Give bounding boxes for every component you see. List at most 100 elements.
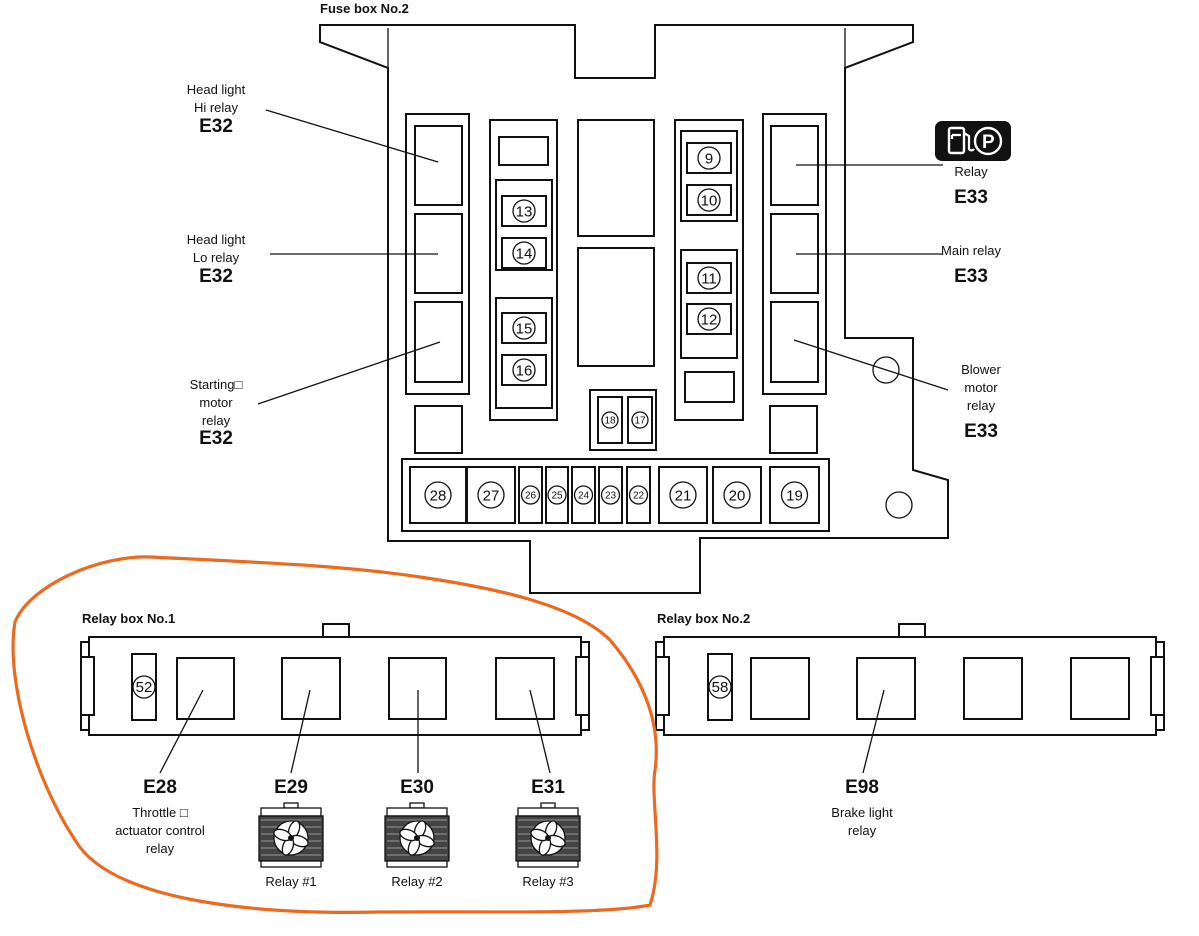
relay-name-label: relay [146, 841, 175, 856]
fuse-number: 21 [675, 488, 692, 505]
relay-slot [963, 657, 1023, 720]
fuse-16: 16 [501, 354, 547, 386]
blower-motor-relay-slot [770, 301, 819, 383]
relay-name-label: Relay #2 [391, 874, 442, 889]
fuse-number: 16 [516, 363, 533, 380]
relay-name-label: Head light [187, 232, 246, 247]
fuse-52 [132, 675, 156, 699]
relay-name-label: actuator control [115, 823, 205, 838]
fuse-number: 26 [525, 491, 537, 502]
relay-slot [750, 657, 810, 720]
relay-slot [1070, 657, 1130, 720]
fuse-27: 27 [466, 466, 516, 524]
relay-code-label: E33 [964, 421, 998, 442]
fuse-17: 17 [627, 396, 653, 444]
fuse-number: 22 [633, 491, 645, 502]
fuse-12: 12 [686, 303, 732, 335]
fuse-number: 10 [701, 193, 718, 210]
fuel-pump-p-icon: P [935, 121, 1011, 161]
relay-code-label: E33 [954, 187, 988, 208]
relay-box-1-title: Relay box No.1 [82, 611, 175, 626]
relay-name-label: relay [967, 398, 996, 413]
relay-name-label: Brake light [831, 805, 893, 820]
relay-name-label: Relay #1 [265, 874, 316, 889]
relay-name-label: Blower [961, 362, 1001, 377]
fuse-number: 28 [430, 488, 447, 505]
fuse-number: 14 [516, 246, 533, 263]
fuse-number: 25 [551, 491, 563, 502]
relay-name-label: Main relay [941, 243, 1001, 258]
mount-hole [885, 491, 913, 519]
fuse-number: 9 [705, 151, 713, 168]
relay-slot-e28 [176, 657, 235, 720]
fuse-number: 15 [516, 321, 533, 338]
relay-slot-e31 [495, 657, 555, 720]
relay-name-label: relay [848, 823, 877, 838]
relay-name-label: Starting□ [190, 377, 243, 392]
fuse-number: 13 [516, 204, 533, 221]
fuse-58 [708, 675, 732, 699]
relay-name-label: relay [202, 413, 231, 428]
relay-code-label: E33 [954, 266, 988, 287]
relay-slot-small [414, 405, 463, 454]
fuse-number: 11 [701, 271, 717, 288]
relay-slot-e98 [856, 657, 916, 720]
relay-box-1 [80, 623, 590, 736]
relay-name-label: motor [964, 380, 998, 395]
fan-icon [258, 802, 324, 868]
fuse-number: 52 [136, 679, 153, 696]
relay-name-label: Throttle □ [132, 805, 188, 820]
fuse-number: 19 [786, 488, 803, 505]
fuse-21: 21 [658, 466, 708, 524]
fuse-19: 19 [769, 466, 820, 524]
relay-name-label: Relay #3 [522, 874, 573, 889]
relay-code-label: E29 [274, 777, 308, 798]
fuse-9: 9 [686, 142, 732, 174]
fuse-25: 25 [545, 466, 569, 524]
fuse-number: 27 [483, 488, 500, 505]
relay-name-label: Hi relay [194, 100, 239, 115]
relay-code-label: E98 [845, 777, 879, 798]
relay-name-label: Head light [187, 82, 246, 97]
relay-name-label: motor [199, 395, 233, 410]
svg-text:P: P [982, 132, 995, 153]
fuse-number: 24 [578, 491, 590, 502]
fuse-number: 18 [604, 416, 616, 427]
relay-code-label: E32 [199, 266, 233, 287]
fuse-20: 20 [712, 466, 762, 524]
head-light-hi-relay-slot [414, 125, 463, 206]
relay-name-label: Relay [954, 164, 988, 179]
fuse-24: 24 [571, 466, 596, 524]
relay-code-label: E30 [400, 777, 434, 798]
fuse-number: 17 [634, 416, 646, 427]
fuse-28: 28 [409, 466, 467, 524]
relay-slot-e30 [388, 657, 447, 720]
relay-slot-e29 [281, 657, 341, 720]
fuse-box-2-title: Fuse box No.2 [320, 1, 409, 16]
mount-hole [872, 356, 900, 384]
relay-slot-small [769, 405, 818, 454]
fuse-23: 23 [598, 466, 623, 524]
fuse-11: 11 [686, 262, 732, 294]
relay-code-label: E32 [199, 116, 233, 137]
fuse-number: 23 [605, 491, 617, 502]
fuse-box-2: 13 14 15 16 9 10 11 12 18 17 28 27 26 25 24 23 22 21 20 19 [319, 24, 949, 594]
relay-box-2-title: Relay box No.2 [657, 611, 750, 626]
fuse-number: 20 [729, 488, 746, 505]
fuse-10: 10 [686, 184, 732, 216]
fan-icon [515, 802, 581, 868]
fuse-15: 15 [501, 312, 547, 344]
fuse-number: 12 [701, 312, 718, 329]
relay-name-label: Lo relay [193, 250, 240, 265]
relay-code-label: E31 [531, 777, 565, 798]
fuse-22: 22 [626, 466, 651, 524]
relay-code-label: E28 [143, 777, 177, 798]
fan-icon [384, 802, 450, 868]
relay-code-label: E32 [199, 428, 233, 449]
relay-box-2 [655, 623, 1165, 736]
highlight-circle [11, 555, 659, 914]
fuse-18: 18 [597, 396, 623, 444]
fuse-14: 14 [501, 237, 547, 269]
fuse-13: 13 [501, 195, 547, 227]
